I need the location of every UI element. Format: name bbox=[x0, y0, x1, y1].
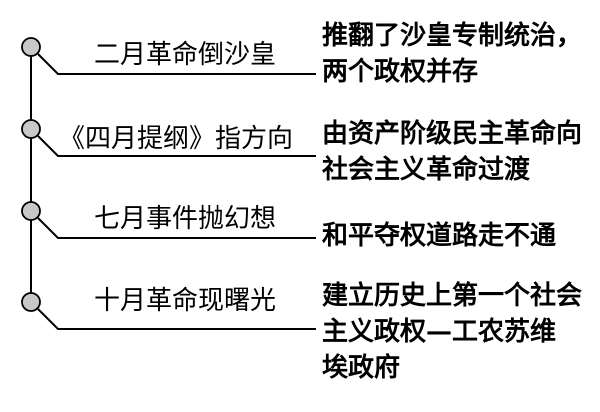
event-node-4 bbox=[21, 292, 41, 312]
outcome-line: 由资产阶级民主革命向 bbox=[322, 119, 583, 149]
event-connector-4 bbox=[37, 308, 316, 330]
outcome-line: 埃政府 bbox=[322, 353, 401, 383]
outcome-line: 和平夺权道路走不通 bbox=[322, 221, 557, 251]
event-outcome-3: 和平夺权道路走不通 bbox=[322, 218, 556, 254]
event-connector-1 bbox=[37, 53, 316, 75]
event-outcome-4: 建立历史上第一个社会 主义政权—工农苏维 埃政府 bbox=[322, 278, 582, 386]
outcome-line: 建立历史上第一个社会 bbox=[322, 281, 583, 311]
event-label-3: 七月事件抛幻想 bbox=[93, 204, 276, 234]
event-node-3 bbox=[21, 201, 41, 221]
event-node-1 bbox=[21, 37, 41, 57]
outcome-line: 社会主义革命过渡 bbox=[322, 155, 531, 185]
event-outcome-2: 由资产阶级民主革命向 社会主义革命过渡 bbox=[322, 116, 582, 188]
outcome-line: 推翻了沙皇专制统治， bbox=[322, 21, 583, 51]
event-label-4: 十月革命现曙光 bbox=[93, 286, 276, 316]
event-connector-3 bbox=[37, 217, 316, 239]
outcome-line: 主义政权—工农苏维 bbox=[322, 317, 557, 347]
event-label-2: 《四月提纲》指方向 bbox=[58, 124, 293, 154]
event-outcome-1: 推翻了沙皇专制统治， 两个政权并存 bbox=[322, 18, 582, 90]
event-connector-2 bbox=[37, 135, 316, 157]
event-label-1: 二月革命倒沙皇 bbox=[93, 40, 276, 70]
outcome-line: 两个政权并存 bbox=[322, 57, 479, 87]
event-node-2 bbox=[21, 119, 41, 139]
